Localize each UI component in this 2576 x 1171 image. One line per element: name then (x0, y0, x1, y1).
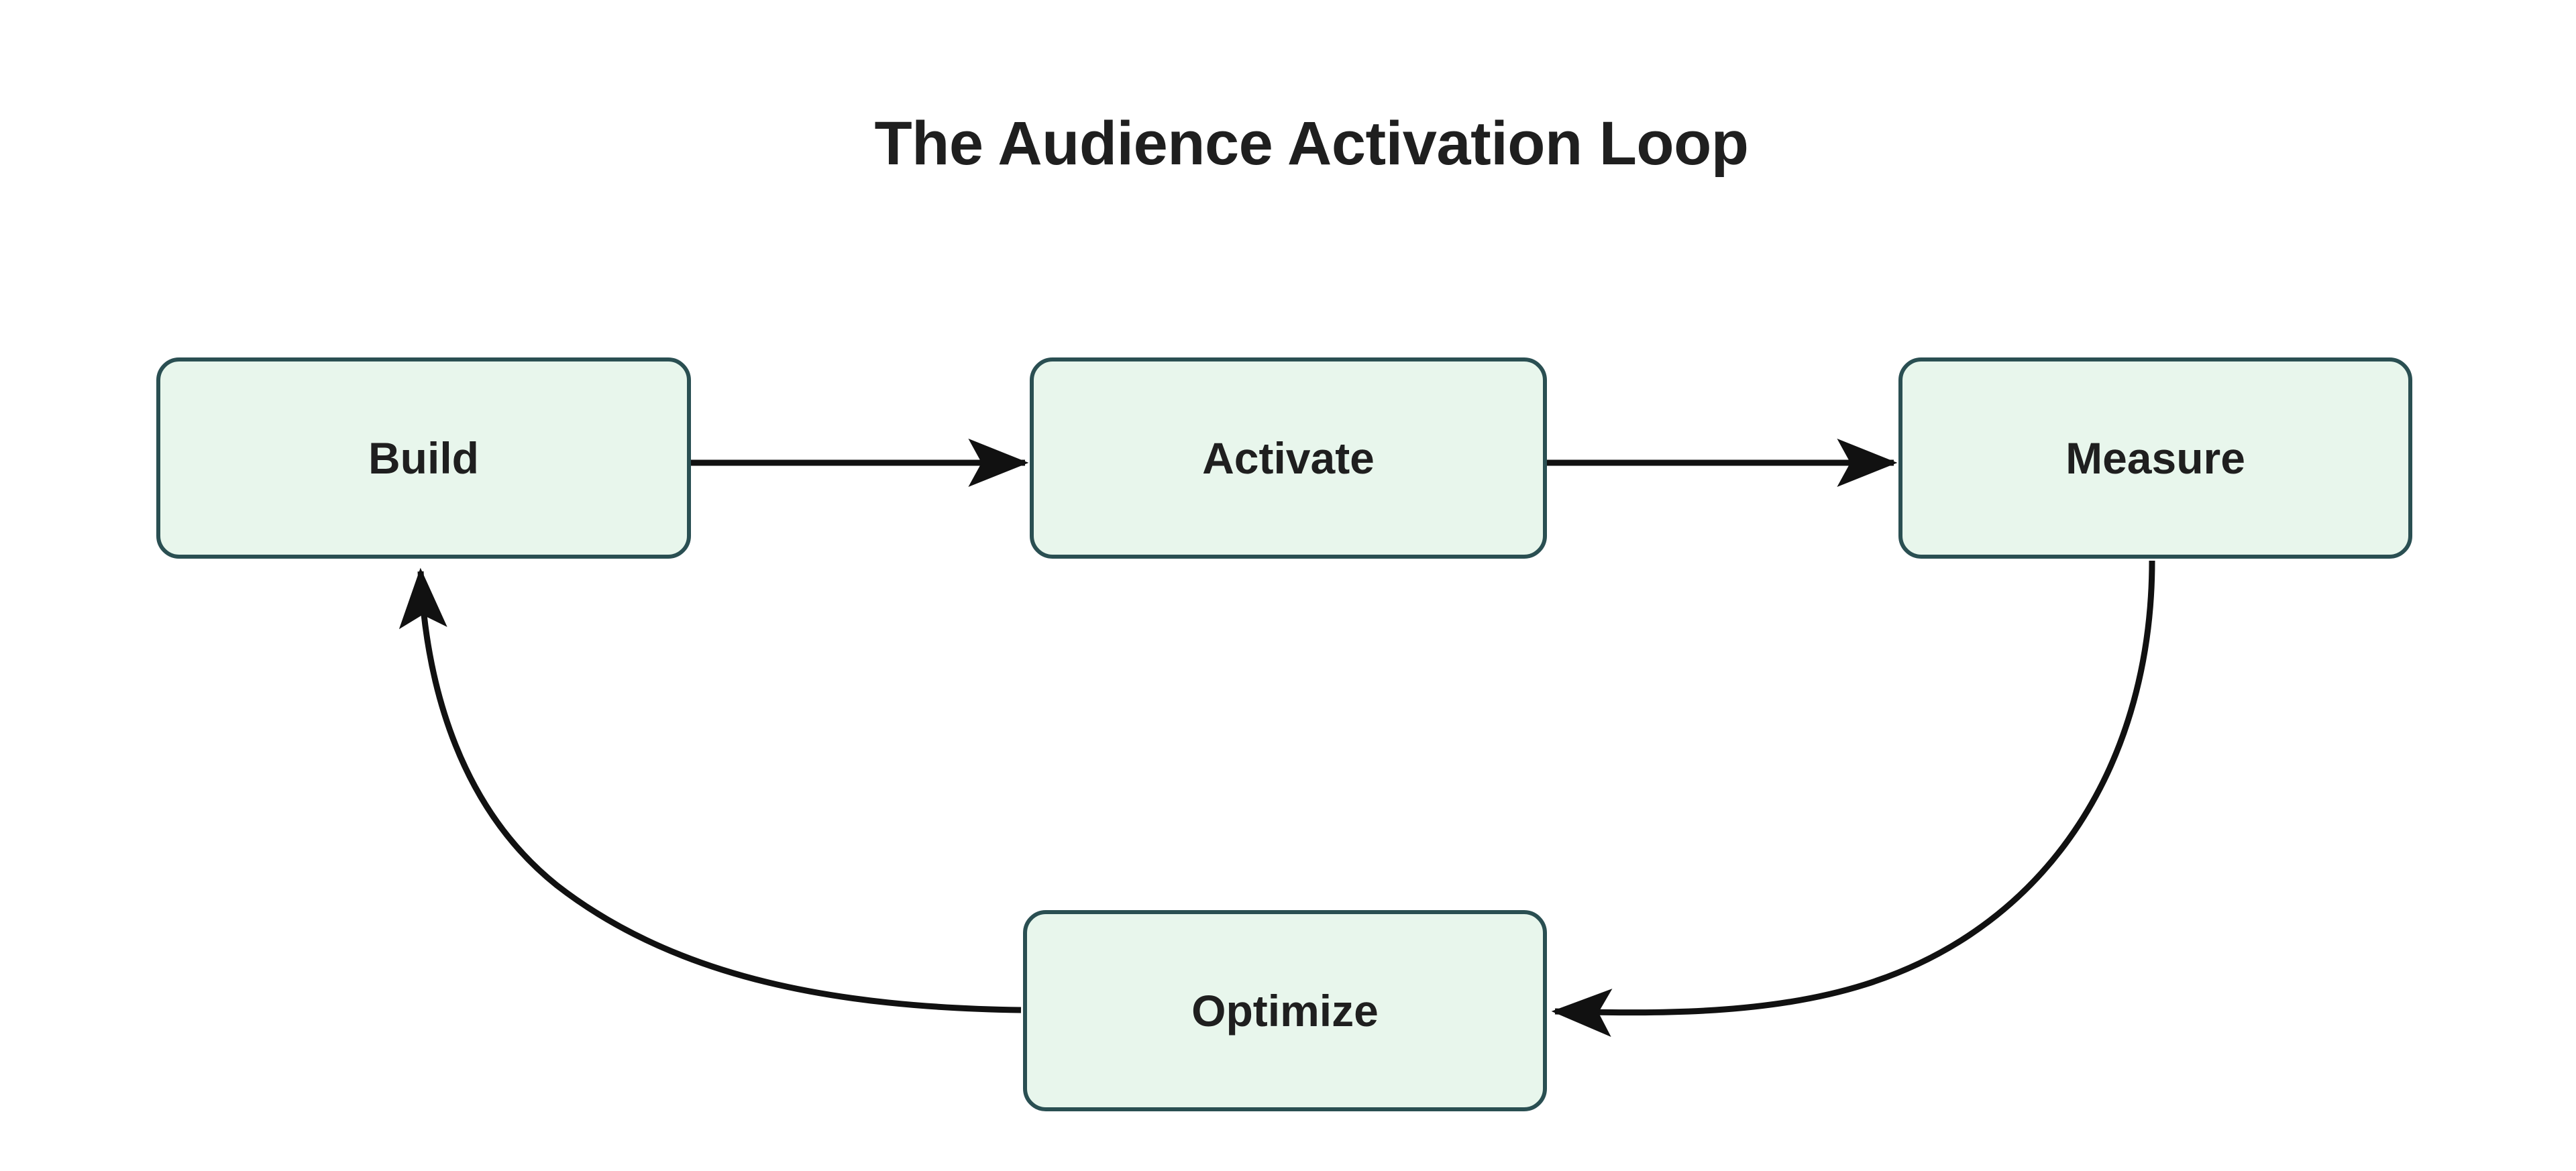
node-optimize[interactable]: Optimize (1023, 910, 1547, 1111)
page-title: The Audience Activation Loop (874, 109, 1749, 178)
node-build[interactable]: Build (156, 357, 691, 559)
edge-optimize-to-build (398, 567, 1022, 1013)
edge-measure-to-optimize (1551, 560, 2155, 1038)
node-activate[interactable]: Activate (1030, 357, 1547, 559)
node-build-label: Build (368, 433, 479, 483)
node-measure-label: Measure (2065, 433, 2245, 483)
node-activate-label: Activate (1202, 433, 1375, 483)
node-measure[interactable]: Measure (1898, 357, 2412, 559)
node-optimize-label: Optimize (1191, 986, 1379, 1036)
